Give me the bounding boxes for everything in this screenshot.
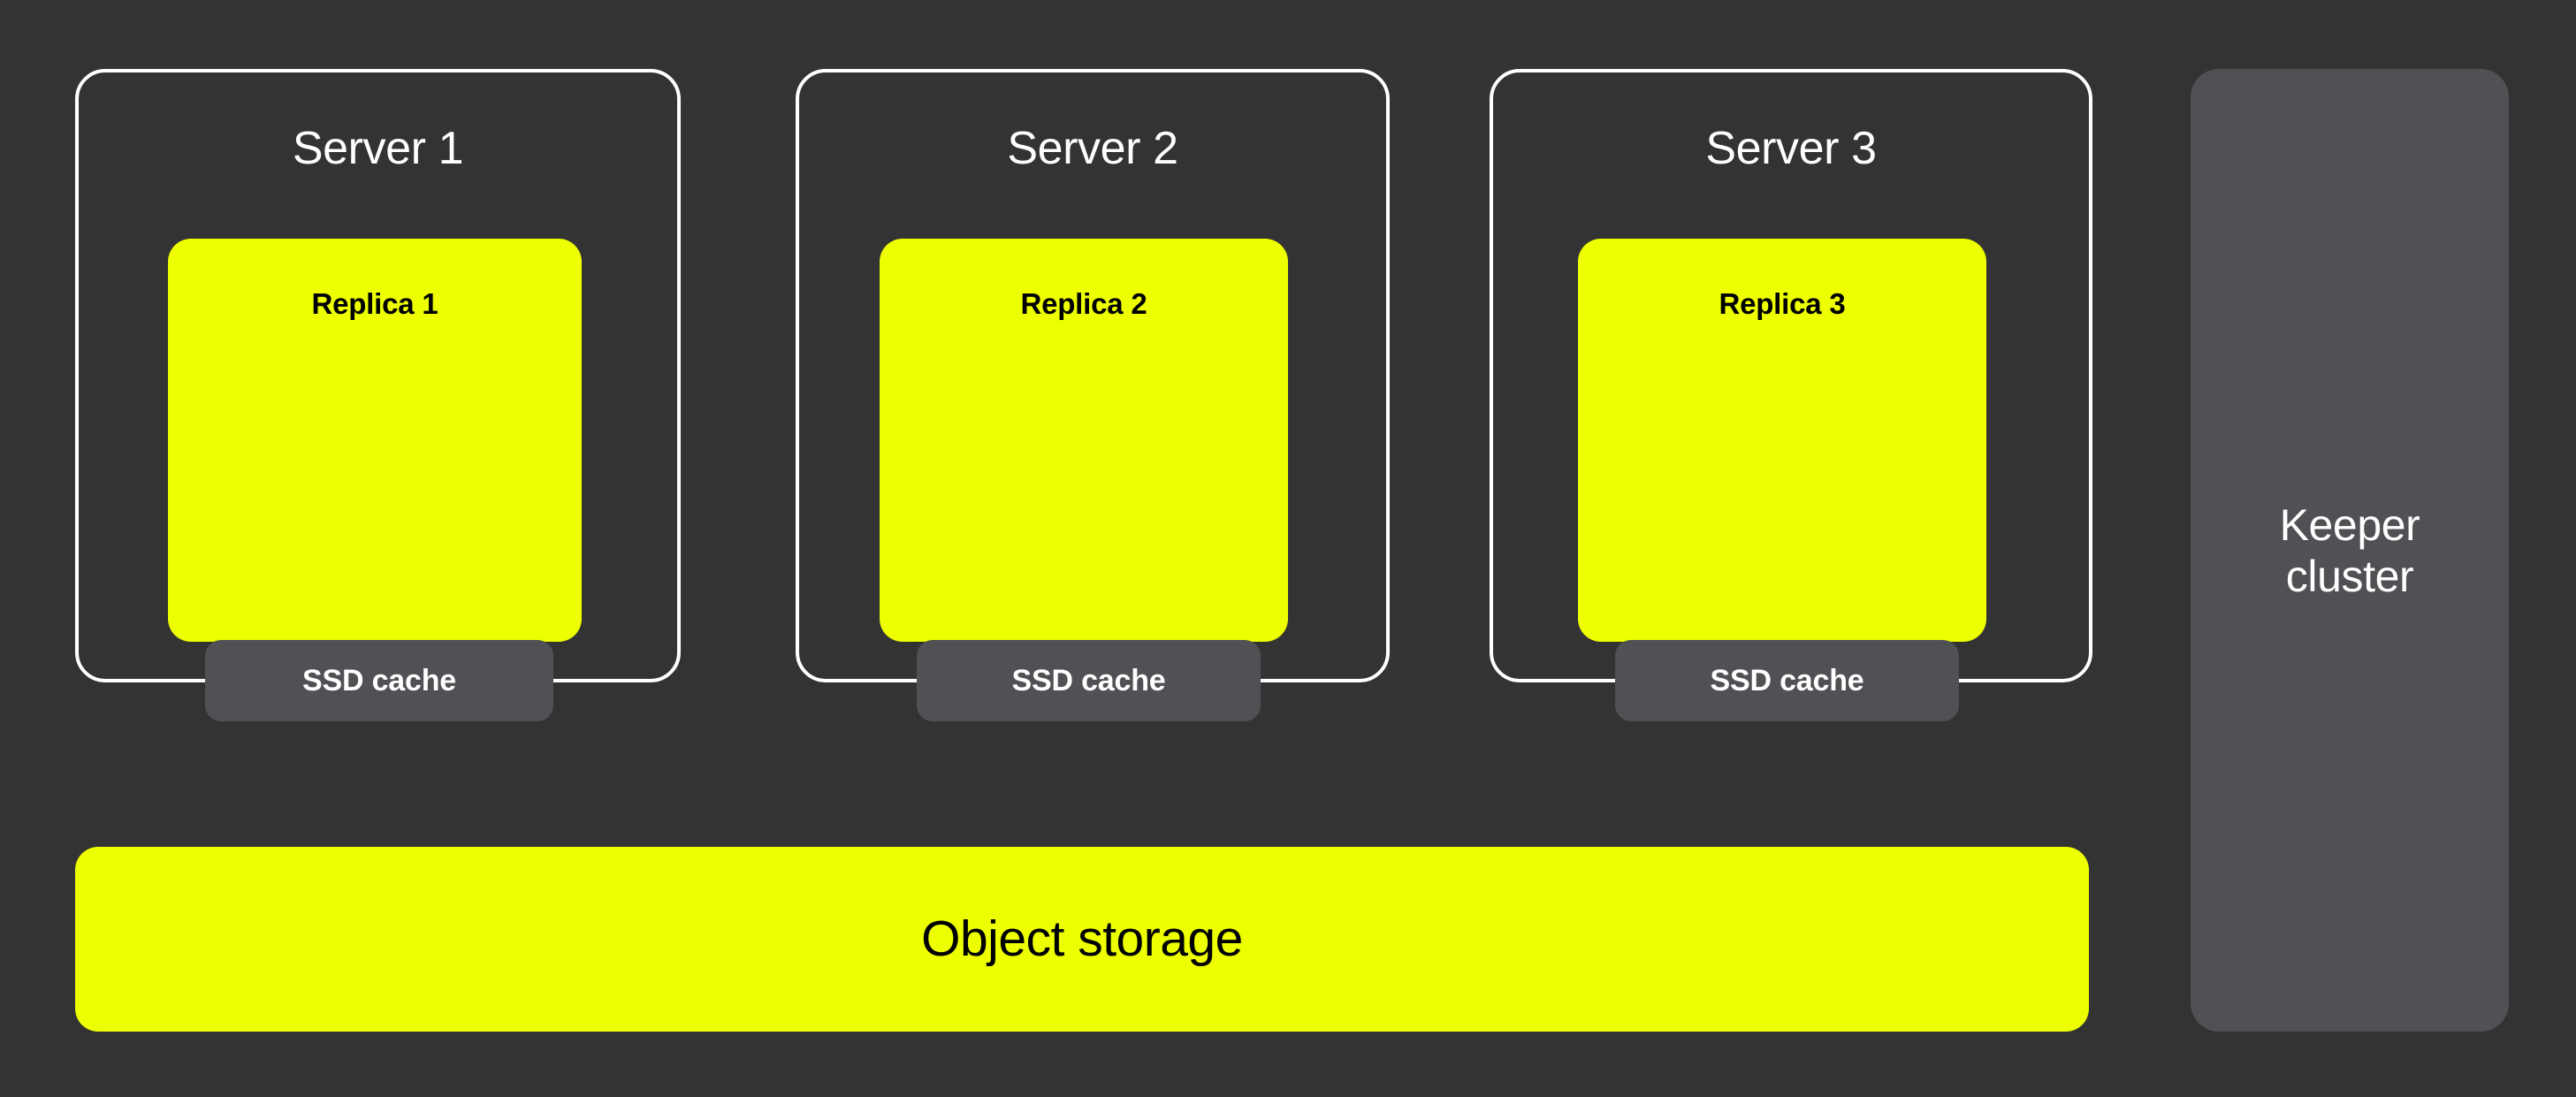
replica-label-2: Replica 2	[1020, 287, 1147, 320]
ssd-cache-2[interactable]: SSD cache	[917, 640, 1261, 721]
keeper-cluster-label: Keeper cluster	[2279, 499, 2420, 601]
replica-block-1[interactable]: Replica 1	[168, 239, 582, 642]
ssd-cache-label-3: SSD cache	[1710, 663, 1864, 697]
object-storage-label: Object storage	[921, 910, 1243, 967]
server-title-1: Server 1	[292, 123, 464, 174]
object-storage-block[interactable]: Object storage	[75, 847, 2089, 1032]
replica-label-3: Replica 3	[1719, 287, 1846, 320]
replica-label-1: Replica 1	[311, 287, 438, 320]
ssd-cache-label-1: SSD cache	[302, 663, 456, 697]
keeper-cluster-block[interactable]: Keeper cluster	[2191, 69, 2509, 1032]
ssd-cache-3[interactable]: SSD cache	[1615, 640, 1959, 721]
ssd-cache-1[interactable]: SSD cache	[205, 640, 553, 721]
server-title-2: Server 2	[1007, 123, 1178, 174]
server-title-3: Server 3	[1705, 123, 1877, 174]
replica-block-2[interactable]: Replica 2	[880, 239, 1288, 642]
replica-block-3[interactable]: Replica 3	[1578, 239, 1986, 642]
ssd-cache-label-2: SSD cache	[1011, 663, 1166, 697]
